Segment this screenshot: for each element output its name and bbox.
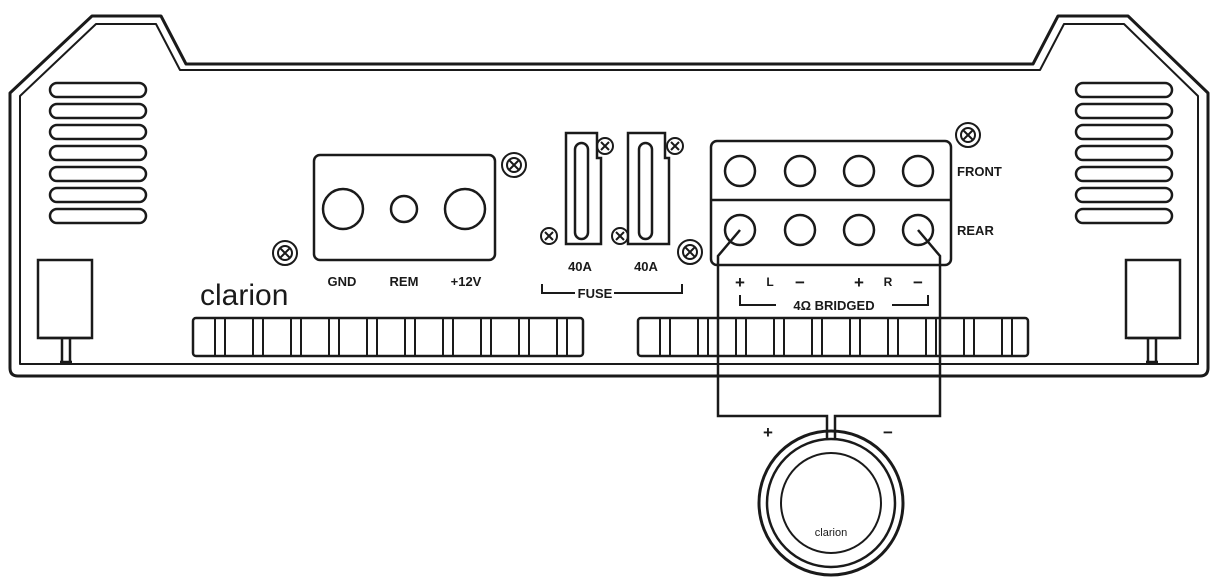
rear-terminal-r-minus [901, 213, 935, 247]
left-vent-slot [48, 165, 148, 183]
left-vent-group [48, 81, 148, 225]
fuse-group-label: FUSE [578, 286, 613, 301]
left-vent-slot [48, 123, 148, 141]
right-vent-slot [1074, 81, 1174, 99]
left-vent-slot [48, 207, 148, 225]
gnd-terminal [321, 187, 365, 231]
left-fin-strip [191, 316, 585, 358]
front-label: FRONT [957, 164, 1002, 179]
fuse-holder-2 [626, 131, 671, 246]
right-plus-label: + [854, 273, 864, 292]
right-fin-strip [636, 316, 1030, 358]
amplifier-top-inner-edge [19, 23, 1199, 365]
left-vent-slot [48, 81, 148, 99]
front-terminal [723, 154, 757, 188]
screw-icon [272, 240, 298, 266]
front-terminal [783, 154, 817, 188]
right-vent-slot [1074, 123, 1174, 141]
power-terminal-block [312, 153, 497, 262]
right-mounting-foot [1124, 258, 1182, 364]
fuse-screw-icon [666, 137, 684, 155]
speaker-terminal-block [709, 139, 953, 306]
right-vent-slot [1074, 186, 1174, 204]
left-channel-label: L [766, 275, 773, 289]
rem-terminal [389, 194, 419, 224]
left-plus-label: + [735, 273, 745, 292]
amplifier-body [8, 14, 1210, 378]
rear-terminal [783, 213, 817, 247]
screw-icon [955, 122, 981, 148]
speaker-minus-label: − [883, 423, 893, 442]
speaker-icon [757, 429, 905, 577]
bridged-bracket [739, 295, 929, 306]
fuse1-rating-label: 40A [568, 259, 592, 274]
speaker-wire-minus [833, 229, 942, 440]
fuse-holder-1 [564, 131, 603, 246]
left-vent-slot [48, 102, 148, 120]
rem-label: REM [390, 274, 419, 289]
rear-terminal-l-plus [723, 213, 757, 247]
speaker-wire-plus [716, 229, 829, 440]
speaker-plus-label: + [763, 423, 773, 442]
right-minus-label: − [913, 273, 923, 292]
fuse-screw-icon [596, 137, 614, 155]
right-channel-label: R [884, 275, 893, 289]
speaker-logo: clarion [815, 527, 847, 539]
front-terminal [901, 154, 935, 188]
bridged-label: 4Ω BRIDGED [793, 298, 874, 313]
fuse-screw-icon [540, 227, 558, 245]
plus12v-terminal [443, 187, 487, 231]
right-vent-slot [1074, 165, 1174, 183]
gnd-label: GND [328, 274, 357, 289]
fuse-screw-icon [611, 227, 629, 245]
right-vent-slot [1074, 102, 1174, 120]
left-mounting-foot [36, 258, 94, 364]
brand-logo: clarion [200, 279, 288, 312]
right-vent-slot [1074, 207, 1174, 225]
rear-terminal [842, 213, 876, 247]
screw-icon [677, 239, 703, 265]
right-vent-group [1074, 81, 1174, 225]
screw-icon [501, 152, 527, 178]
left-minus-label: − [795, 273, 805, 292]
right-vent-slot [1074, 144, 1174, 162]
left-vent-slot [48, 186, 148, 204]
fuse-bracket [541, 284, 683, 294]
plus12v-label: +12V [451, 274, 482, 289]
rear-label: REAR [957, 223, 994, 238]
front-terminal [842, 154, 876, 188]
left-vent-slot [48, 144, 148, 162]
fuse2-rating-label: 40A [634, 259, 658, 274]
